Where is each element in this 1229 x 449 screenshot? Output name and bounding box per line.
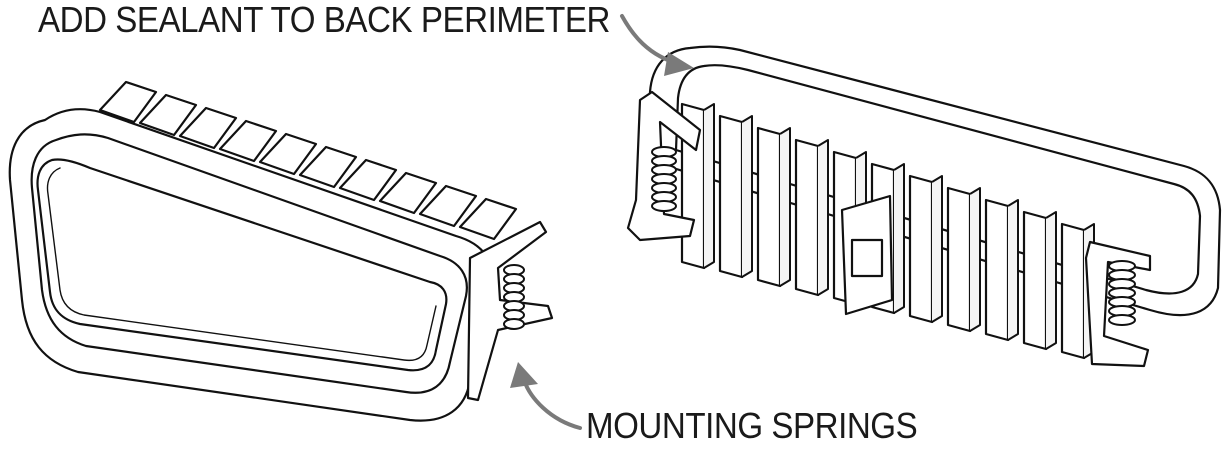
rear-left-mounting-spring <box>651 146 677 212</box>
rear-fin-side <box>893 163 905 314</box>
rear-fin <box>984 198 1010 342</box>
rear-back-perimeter-inner <box>674 64 1202 295</box>
rear-center-mounting-tab <box>840 194 894 316</box>
front-fin <box>258 132 318 176</box>
rear-fin-side <box>817 139 829 296</box>
light-front-view <box>8 80 554 422</box>
rear-fin-side <box>931 175 943 323</box>
springs-callout-label: MOUNTING SPRINGS <box>586 405 918 446</box>
rear-fin-side <box>969 187 981 332</box>
rear-right-bracket <box>1084 240 1152 368</box>
rear-fin <box>1022 210 1048 351</box>
rear-fin <box>718 114 744 279</box>
rear-fin-side <box>741 115 753 278</box>
spring-coil <box>651 200 677 212</box>
front-fin <box>178 106 238 150</box>
rear-fin <box>946 186 972 333</box>
front-fin <box>458 197 518 241</box>
spring-coil <box>503 318 525 330</box>
light-rear-view <box>626 45 1222 368</box>
rear-right-mounting-spring <box>1108 260 1136 326</box>
front-mounting-spring <box>503 264 525 330</box>
rear-fin <box>794 138 820 297</box>
spring-coil <box>1108 314 1136 326</box>
rear-fin <box>908 174 934 324</box>
front-fin <box>218 119 278 163</box>
rear-fin <box>756 126 782 288</box>
rear-fin <box>1060 222 1086 360</box>
rear-left-bracket <box>626 90 702 242</box>
front-lens-inner-line <box>46 167 437 362</box>
rear-fin-side <box>1045 211 1057 350</box>
front-bezel-inner <box>30 133 468 394</box>
front-fin <box>298 145 358 189</box>
rear-fin-side <box>1007 199 1019 341</box>
rear-fin-side <box>779 127 791 287</box>
front-fin <box>378 171 438 215</box>
front-fin <box>418 184 478 228</box>
front-lens <box>36 158 448 372</box>
rear-fin-side <box>703 103 715 269</box>
springs-callout-arrow <box>510 362 582 430</box>
front-fin <box>138 93 198 137</box>
front-heatsink-fins <box>98 80 518 241</box>
sealant-callout-label: ADD SEALANT TO BACK PERIMETER <box>38 0 610 40</box>
front-fin <box>338 158 398 202</box>
sealant-callout-arrow <box>620 14 694 76</box>
front-fin <box>98 80 158 124</box>
